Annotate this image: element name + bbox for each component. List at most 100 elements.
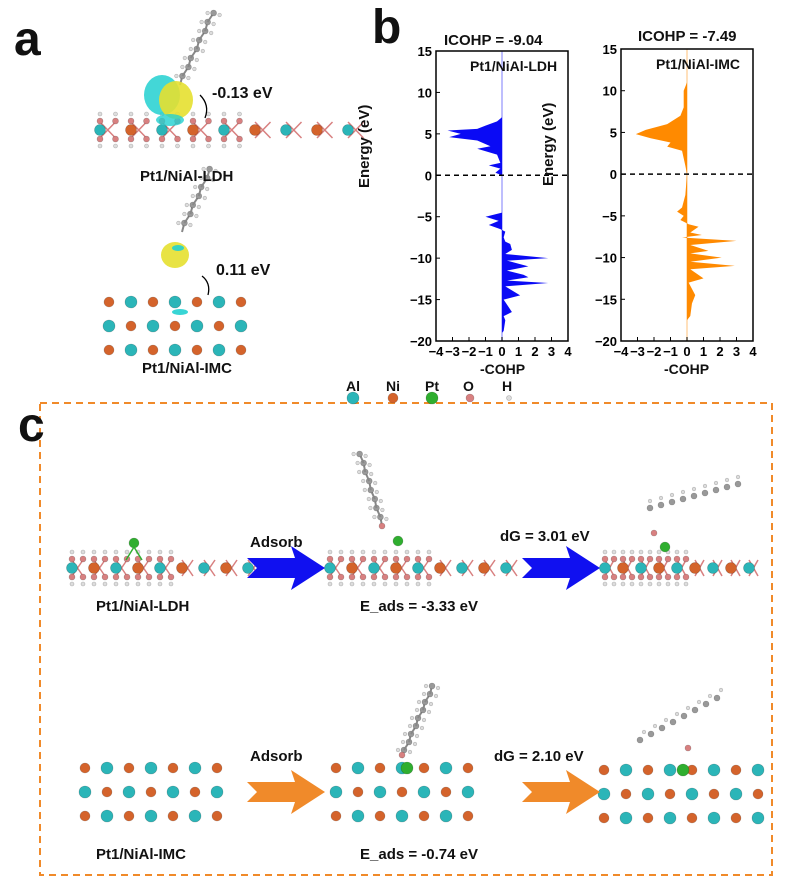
atom-ni [730, 812, 742, 824]
atom-h [735, 474, 741, 480]
atom-c [657, 501, 665, 509]
atom-h [683, 549, 689, 555]
atom-ni [145, 786, 157, 798]
atom-h [409, 715, 415, 721]
atom-o [628, 573, 636, 581]
atom-h [124, 581, 130, 587]
x-tick-label: 2 [716, 344, 723, 359]
atom-h [217, 12, 222, 18]
atom-o [601, 573, 609, 581]
x-tick-label: −3 [445, 344, 460, 359]
panel-a-bottom-label: Pt1/NiAl-IMC [142, 360, 232, 377]
atom-al [234, 319, 248, 333]
atom-h [393, 581, 399, 587]
atom-o [348, 555, 356, 563]
atom-h [367, 462, 372, 468]
atom-h [209, 30, 214, 36]
row1-dg-label: dG = 3.01 eV [500, 528, 590, 545]
atom-ni [167, 810, 179, 822]
atom-h [202, 195, 207, 201]
atom-c [702, 700, 710, 708]
panel-a-top-label: Pt1/NiAl-LDH [140, 168, 234, 185]
panel-c-letter: c [18, 399, 45, 452]
x-tick-label: 3 [548, 344, 555, 359]
atom-al [707, 763, 721, 777]
atom-h [91, 549, 97, 555]
atom-al [190, 319, 204, 333]
atom-al [346, 391, 360, 405]
atom-c [713, 694, 721, 702]
bond [130, 121, 148, 139]
y-tick-label: −20 [410, 334, 432, 349]
atom-h [433, 693, 439, 699]
atom-o [96, 117, 104, 125]
cohp-imc-ylabel: Energy (eV) [540, 102, 557, 186]
atom-al [619, 763, 633, 777]
y-tick-label: 5 [425, 127, 432, 142]
atom-o [425, 573, 433, 581]
atom-h [374, 489, 379, 495]
bond [133, 546, 143, 561]
atom-o [101, 573, 109, 581]
atom-o [637, 555, 645, 563]
atom-al [597, 787, 611, 801]
x-tick-label: 2 [531, 344, 538, 359]
atom-h [221, 143, 227, 149]
atom-ni [211, 762, 223, 774]
atom-o [174, 135, 181, 143]
atom-h [620, 581, 626, 587]
atom-o [143, 117, 150, 125]
atom-ni [642, 812, 654, 824]
atom-o [145, 555, 153, 563]
x-tick-label: 3 [733, 344, 740, 359]
atom-h [419, 725, 425, 731]
atom-o [167, 573, 175, 581]
atom-h [182, 211, 187, 217]
atom-pt [392, 535, 404, 547]
atom-al [461, 785, 475, 799]
atom-o [90, 573, 98, 581]
atom-c [658, 724, 666, 732]
atom-ni [352, 786, 364, 798]
atom-ni [235, 344, 247, 356]
atom-al [599, 562, 611, 574]
atom-h [404, 581, 410, 587]
atom-h [412, 741, 418, 747]
atom-al [412, 562, 424, 574]
atom-o [655, 573, 663, 581]
atom-ni [123, 810, 135, 822]
atom-al [124, 295, 138, 309]
bond [254, 121, 272, 139]
atom-ni [374, 810, 386, 822]
atom-h [415, 549, 421, 555]
atom-h [184, 202, 189, 208]
atom-ni [462, 762, 474, 774]
atom-pt [425, 391, 439, 405]
atom-ni [191, 344, 203, 356]
atom-c [723, 483, 731, 491]
atom-o [392, 573, 400, 581]
atom-o [112, 555, 120, 563]
atom-h [674, 711, 680, 717]
atom-ni [725, 562, 737, 574]
atom-h [190, 143, 196, 149]
x-tick-label: 4 [749, 344, 757, 359]
atom-ni [189, 786, 201, 798]
atom-ni [664, 788, 676, 800]
cohp-imc-title: ICOHP = -7.49 [638, 28, 737, 45]
atom-al [188, 761, 202, 775]
atom-h [203, 39, 208, 45]
atom-al [218, 124, 230, 136]
atom-h [144, 143, 149, 149]
atom-o [236, 135, 243, 143]
atom-ni [79, 762, 91, 774]
atom-h [404, 549, 410, 555]
atom-o [664, 555, 672, 563]
x-tick-label: −1 [663, 344, 678, 359]
x-tick-label: 1 [515, 344, 522, 359]
atom-ni [103, 344, 115, 356]
atom-ni [418, 762, 430, 774]
atom-al [100, 809, 114, 823]
atom-al [729, 787, 743, 801]
